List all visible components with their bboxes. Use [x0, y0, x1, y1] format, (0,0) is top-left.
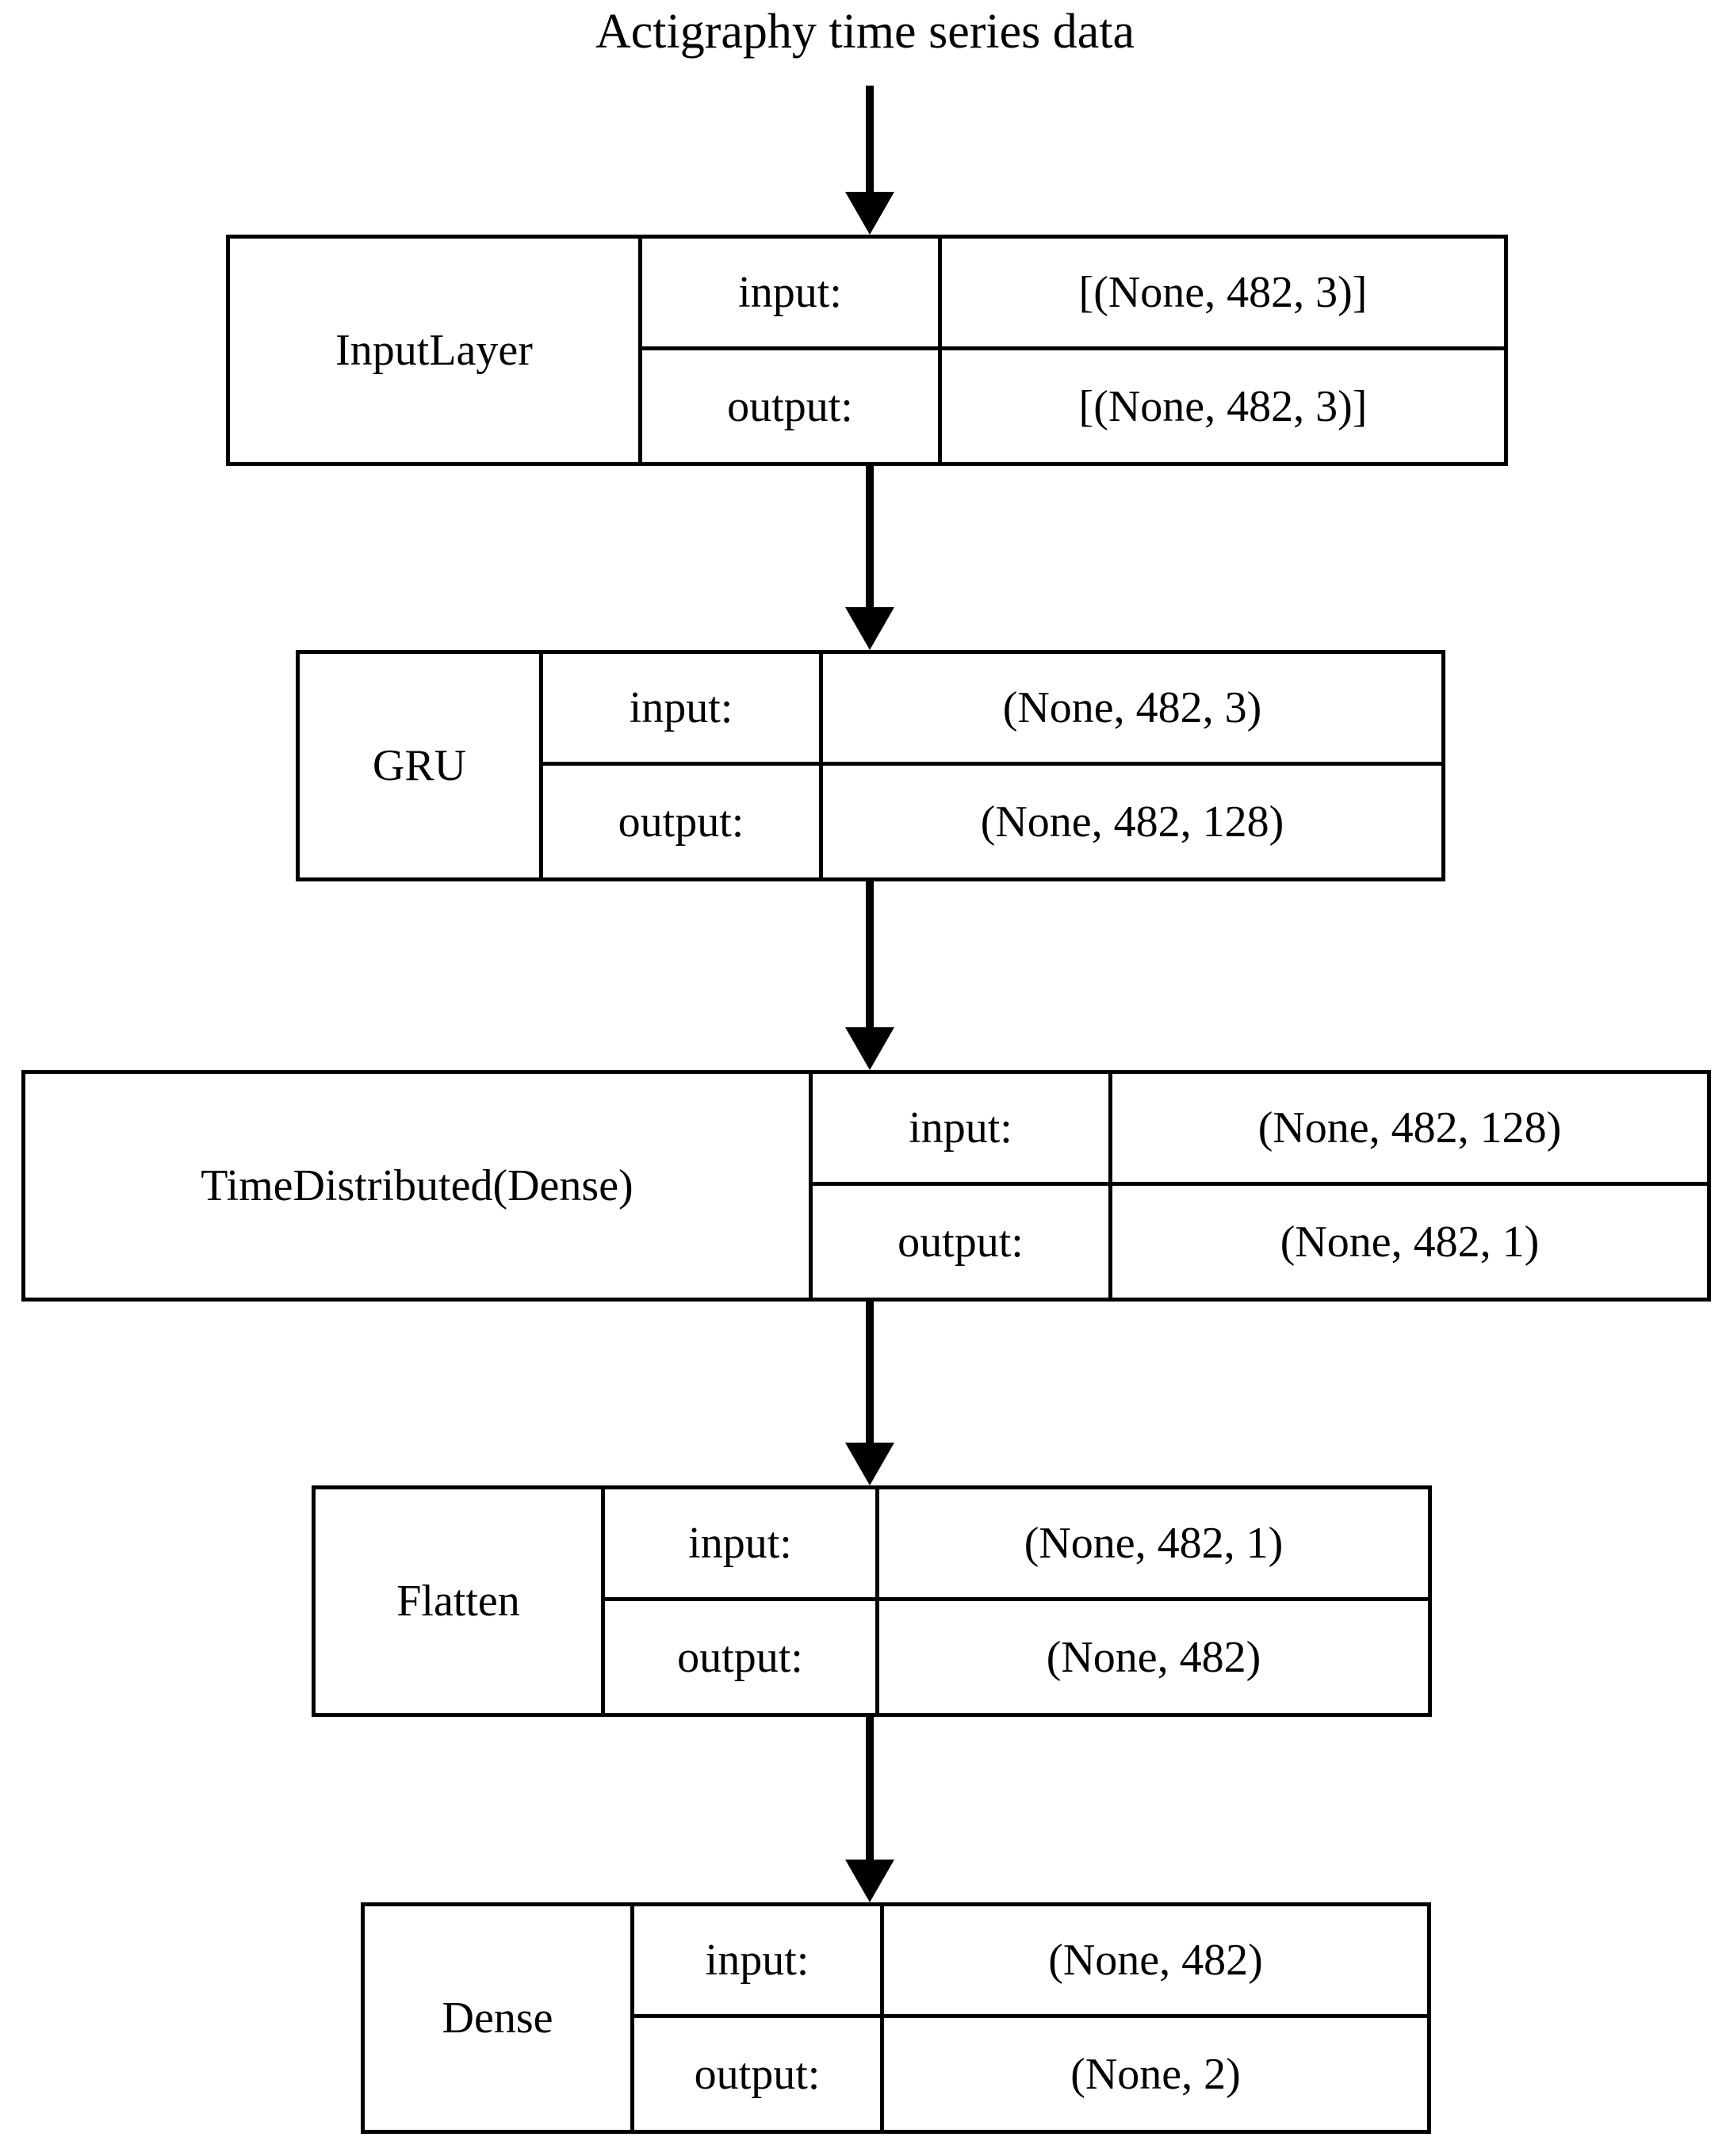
layer-node-flatten[interactable]: Flatten input: (None, 482, 1) output: (N…: [312, 1485, 1432, 1717]
output-label: output:: [634, 2018, 884, 2130]
input-shape-value: (None, 482, 1): [1024, 1519, 1284, 1568]
layer-name-inputlayer: InputLayer: [230, 239, 642, 462]
layer-input-row-dense: input: (None, 482): [634, 1906, 1427, 2018]
layer-io-table-timedistributed-dense: input: (None, 482, 128) output: (None, 4…: [813, 1074, 1707, 1298]
layer-input-row-timedistributed-dense: input: (None, 482, 128): [813, 1074, 1707, 1186]
layer-output-row-gru: output: (None, 482, 128): [543, 766, 1441, 877]
input-shape-value: [(None, 482, 3)]: [1078, 268, 1368, 317]
input-shape-value: (None, 482, 3): [1002, 683, 1262, 732]
output-label: output:: [642, 350, 942, 462]
output-shape-value: [(None, 482, 3)]: [1078, 381, 1368, 431]
layer-node-inputlayer[interactable]: InputLayer input: [(None, 482, 3)] outpu…: [226, 235, 1508, 466]
layer-output-row-timedistributed-dense: output: (None, 482, 1): [813, 1186, 1707, 1298]
output-shape-value: (None, 482): [1046, 1632, 1261, 1682]
input-label: input:: [642, 239, 942, 346]
output-shape-value: (None, 482, 128): [980, 797, 1284, 847]
layer-io-table-flatten: input: (None, 482, 1) output: (None, 482…: [605, 1489, 1428, 1713]
layer-node-gru[interactable]: GRU input: (None, 482, 3) output: (None,…: [296, 650, 1445, 881]
layer-name-timedistributed-dense: TimeDistributed(Dense): [25, 1074, 813, 1298]
output-shape-value: (None, 482, 1): [1280, 1217, 1540, 1267]
layer-name-gru: GRU: [300, 654, 543, 877]
layer-output-row-dense: output: (None, 2): [634, 2018, 1427, 2130]
layer-node-timedistributed-dense[interactable]: TimeDistributed(Dense) input: (None, 482…: [21, 1070, 1711, 1302]
layer-output-row-flatten: output: (None, 482): [605, 1601, 1428, 1713]
layer-io-table-inputlayer: input: [(None, 482, 3)] output: [(None, …: [642, 239, 1504, 462]
layer-input-row-flatten: input: (None, 482, 1): [605, 1489, 1428, 1601]
layer-io-table-dense: input: (None, 482) output: (None, 2): [634, 1906, 1427, 2130]
output-label: output:: [605, 1601, 879, 1713]
input-shape-value: (None, 482): [1048, 1936, 1263, 1985]
layer-io-table-gru: input: (None, 482, 3) output: (None, 482…: [543, 654, 1441, 877]
output-label: output:: [543, 766, 823, 877]
input-label: input:: [543, 654, 823, 762]
layer-output-row-inputlayer: output: [(None, 482, 3)]: [642, 350, 1504, 462]
layer-input-row-inputlayer: input: [(None, 482, 3)]: [642, 239, 1504, 350]
layer-name-flatten: Flatten: [316, 1489, 605, 1713]
input-shape-value: (None, 482, 128): [1257, 1103, 1562, 1153]
input-label: input:: [605, 1489, 879, 1597]
layer-node-dense[interactable]: Dense input: (None, 482) output: (None, …: [361, 1902, 1431, 2134]
output-shape-value: (None, 2): [1070, 2049, 1241, 2099]
input-label: input:: [634, 1906, 884, 2014]
input-label: input:: [813, 1074, 1112, 1182]
layer-input-row-gru: input: (None, 482, 3): [543, 654, 1441, 766]
output-label: output:: [813, 1186, 1112, 1298]
layer-name-dense: Dense: [365, 1906, 634, 2130]
page-title: Actigraphy time series data: [595, 5, 1135, 59]
